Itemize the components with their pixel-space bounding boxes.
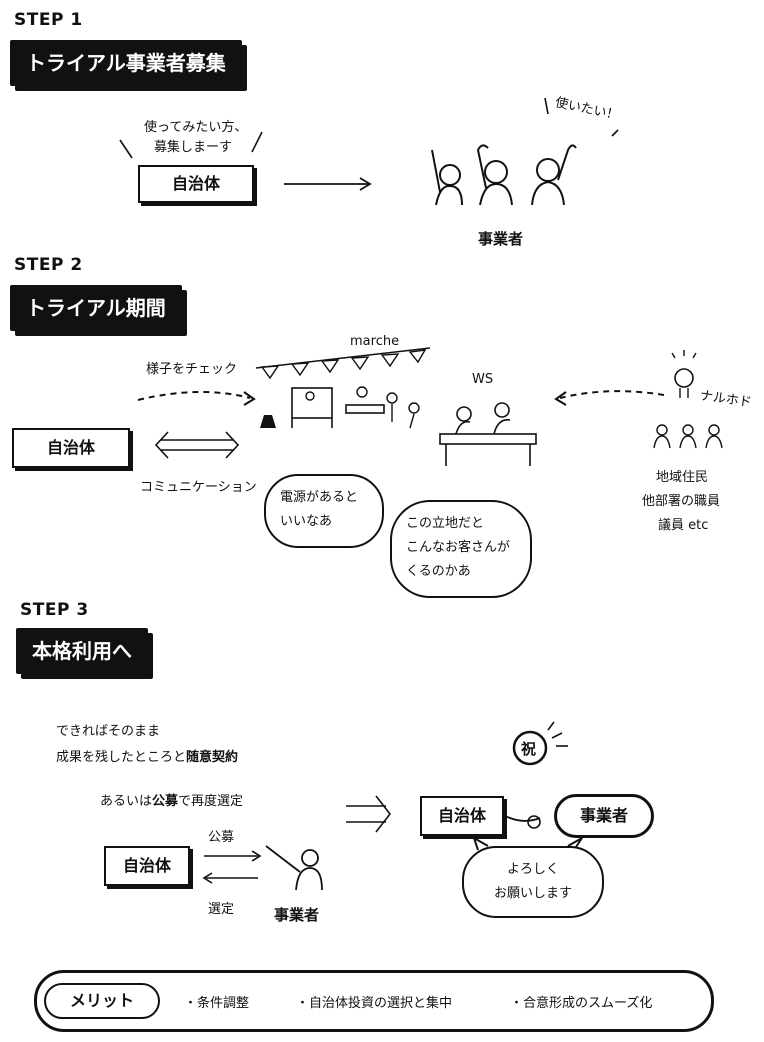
bubble1-line2: いいなあ: [280, 514, 333, 529]
step2-staff: 他部署の職員: [642, 494, 721, 509]
step3-line2-prefix: 成果を残したところと: [56, 750, 187, 765]
step3-title: 本格利用へ: [16, 628, 148, 674]
event-scene-icon: [137, 347, 723, 466]
step3-right-municipality-box: 自治体: [420, 796, 504, 836]
step3-line3-prefix: あるいは: [100, 794, 153, 809]
step2-communication-label: コミュニケーション: [140, 480, 257, 495]
step1-speech-line2: 募集しまーす: [154, 140, 233, 155]
merit-label: メリット: [44, 983, 160, 1019]
step3-line3-bold: 公募: [152, 794, 179, 809]
step2-residents: 地域住民: [656, 470, 709, 485]
step3-line2: 成果を残したところと随意契約: [56, 746, 238, 765]
step2-watch-label: 様子をチェック: [146, 362, 238, 377]
speech-bubble-greeting: よろしく お願いします: [462, 846, 604, 918]
step3-sentei-label: 選定: [208, 902, 235, 917]
step3-right-business-pill: 事業者: [554, 794, 654, 838]
speech-bubble-power: 電源があると いいなあ: [264, 474, 384, 548]
step1-speech-line1: 使ってみたい方、: [144, 120, 248, 135]
step2-council: 議員 etc: [658, 518, 709, 533]
bubble2-line2: こんなお客さんが: [406, 540, 511, 555]
step3-line3-suffix: で再度選定: [178, 794, 244, 809]
step1-business-label: 事業者: [478, 230, 524, 248]
bubble2-line1: この立地だと: [406, 516, 485, 531]
greeting-line2: お願いします: [493, 886, 572, 901]
iwai-mark: 祝: [521, 740, 537, 758]
step2-marche-label: marche: [350, 334, 400, 349]
step3-label: STEP 3: [20, 600, 89, 620]
step2-label: STEP 2: [14, 255, 83, 275]
merit-bar: [34, 970, 714, 1032]
bubble2-line3: くるのかあ: [406, 564, 471, 579]
step3-line2-bold: 随意契約: [186, 750, 239, 765]
step1-label: STEP 1: [14, 10, 83, 30]
bubble1-line1: 電源があると: [280, 490, 359, 505]
step3-municipality-box: 自治体: [104, 846, 190, 886]
merit-item-2: ・自治体投資の選択と集中: [296, 996, 453, 1011]
greeting-line1: よろしく: [506, 862, 559, 877]
step3-business-label: 事業者: [274, 906, 320, 924]
step2-ws-label: WS: [472, 372, 494, 387]
step3-line3: あるいは公募で再度選定: [100, 790, 243, 809]
step3-line1: できればそのまま: [56, 724, 161, 739]
step1-title: トライアル事業者募集: [10, 40, 242, 86]
step3-koubo-label: 公募: [208, 830, 235, 845]
speech-bubble-location: この立地だと こんなお客さんが くるのかあ: [390, 500, 532, 598]
business-people-cheering-icon: [431, 97, 619, 206]
step1-municipality-box: 自治体: [138, 165, 254, 203]
speech-lines-icon: [119, 131, 263, 159]
arrow-right-icon: [284, 177, 372, 191]
step2-title: トライアル期間: [10, 285, 182, 331]
merit-item-1: ・条件調整: [184, 996, 250, 1011]
merit-item-3: ・合意形成のスムーズ化: [510, 996, 653, 1011]
step2-municipality-box: 自治体: [12, 428, 130, 468]
